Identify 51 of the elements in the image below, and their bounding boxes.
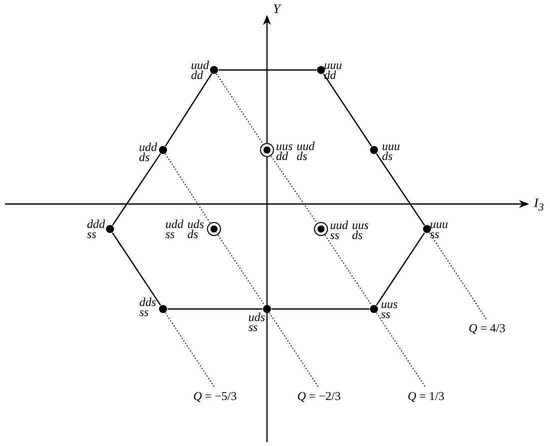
quark-content-label: dds ss [139,297,156,317]
quark-content-label: uud dd [191,60,209,80]
quark-content-label: uds ss [248,312,265,332]
multiplet-edge [376,232,426,306]
quark-content-label: uud ds [296,141,315,161]
charge-label: Q = −5/3 [190,389,240,403]
charge-line [324,234,372,306]
state-dot [159,146,167,154]
multiplet-edge [168,308,262,310]
multiplet-edge [164,73,212,147]
charge-label: Q = 1/3 [401,389,451,403]
multiplet-edge [112,232,162,306]
quark-content-label: uuu ds [382,141,400,161]
state-dot [317,66,325,74]
state-dot [423,225,431,233]
axis-label: I$_{3}$ [534,196,544,215]
state-dot [370,146,378,154]
quark-content-label: uds ds [187,219,204,239]
quark-content-label: uus ds [352,220,369,240]
state-dot [210,66,218,74]
quark-content-label: uud ss [330,220,348,240]
multiplet-edge [376,153,426,226]
axis-label: Y [273,2,280,16]
charge-label: Q = −2/3 [294,389,344,403]
quark-content-label: udd ds [139,142,157,162]
charge-label: Q = 4/3 [462,321,512,335]
charge-line [429,232,488,320]
charge-line [269,312,320,388]
charge-line [165,312,216,388]
multiplet-edge [272,308,370,310]
charge-line [270,156,318,224]
charge-line [216,73,264,144]
quark-content-label: ddd ss [87,219,105,239]
charge-line [164,153,210,224]
quark-content-label: uus ss [381,299,398,319]
state-dot [370,305,378,313]
state-dot [263,305,271,313]
double-state-dot [314,222,328,236]
quark-content-label: uus dd [276,141,293,161]
multiplet-edge [112,153,162,226]
state-dot [106,225,114,233]
multiplet-edge [218,69,316,71]
double-state-dot [207,222,221,236]
quark-content-label: udd ss [165,219,184,239]
charge-line [376,312,426,388]
double-state-dot [260,143,274,157]
charge-line [218,234,265,306]
state-dot [159,305,167,313]
multiplet-edge [322,73,372,147]
quark-content-label: uuu dd [324,60,342,80]
quark-content-label: uuu ss [430,219,448,239]
